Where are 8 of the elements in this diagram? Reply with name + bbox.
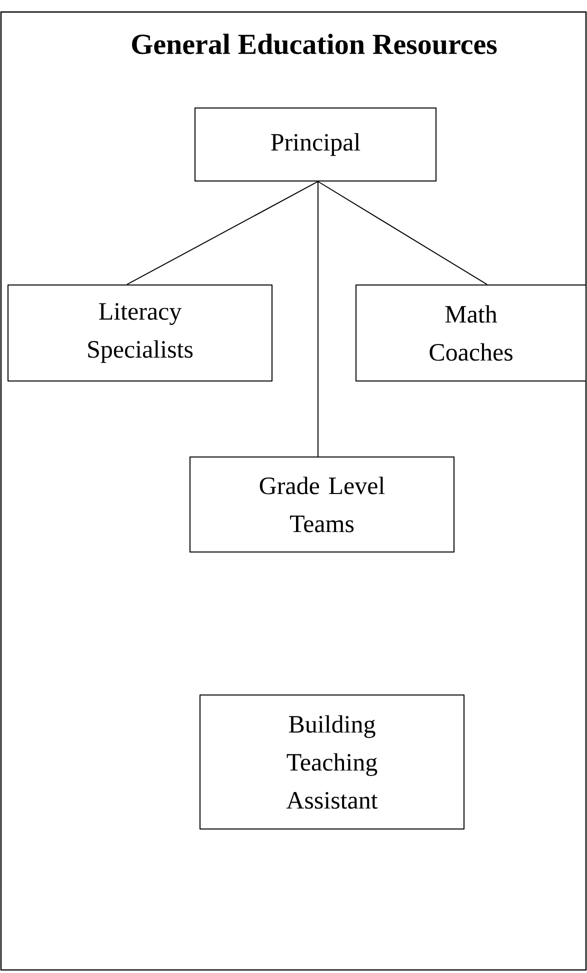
connector-line [126, 181, 318, 285]
connector-line [318, 181, 488, 285]
org-box: Building Teaching Assistant [200, 694, 464, 830]
title: General Education Resources [132, 34, 497, 54]
org-box: Literacy Specialists [8, 284, 272, 382]
org-box: Principal [194, 108, 436, 182]
org-box: Grade Level Teams [190, 456, 454, 552]
org-box: Math Coaches [356, 284, 586, 382]
